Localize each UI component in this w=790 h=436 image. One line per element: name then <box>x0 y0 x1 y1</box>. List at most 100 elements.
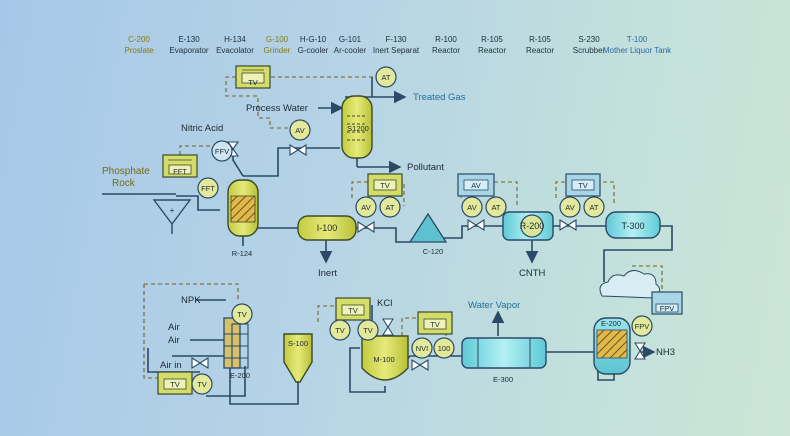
instrument-at-top <box>375 66 397 88</box>
label-s100: S-100 <box>288 339 308 348</box>
fft-label: FFT <box>173 167 187 176</box>
av-label: AV <box>565 203 574 212</box>
av-label: AV <box>471 181 480 190</box>
stream-npk: NPK <box>181 295 201 306</box>
instrument-fpv <box>631 315 653 337</box>
control-valve <box>357 221 375 233</box>
instrument-av-r200 <box>559 196 581 218</box>
instrument-tv-air <box>191 373 213 395</box>
stream-kcl: KCl <box>377 298 392 309</box>
av-label: AV <box>295 126 304 135</box>
tv-label: TV <box>197 380 207 389</box>
line-t300-to-e200 <box>603 225 673 282</box>
line-e200-to-e300 <box>546 351 615 381</box>
control-valve <box>467 219 485 231</box>
line-rock-to-r124 <box>176 195 220 211</box>
stream-air-2: Air <box>168 335 180 346</box>
tv-box-i100 <box>367 173 403 197</box>
tv-box-top <box>235 65 271 89</box>
instrument-at-i100 <box>379 196 401 218</box>
signal-line <box>632 265 663 290</box>
control-valve <box>634 342 646 360</box>
tv-label: TV <box>380 181 390 190</box>
reactor-r124 <box>227 179 259 237</box>
instrument-av-c120 <box>461 196 483 218</box>
tv-label: TV <box>248 78 258 87</box>
instrument-ft <box>197 177 219 199</box>
cooler-e200-left <box>223 317 249 369</box>
at-label: AT <box>381 73 390 82</box>
control-valve <box>411 359 429 371</box>
label-c120: C-120 <box>423 247 443 256</box>
av-label: AV <box>467 203 476 212</box>
line-m100-loop <box>349 347 386 393</box>
tv-label: TV <box>237 310 247 319</box>
label-t300: T-300 <box>621 221 644 231</box>
instrument-av-i100 <box>355 196 377 218</box>
tv-box-m100 <box>417 311 453 335</box>
ft-label: FFT <box>201 184 215 193</box>
stream-inert: Inert <box>318 268 337 279</box>
control-valve <box>382 318 394 336</box>
at-label: AT <box>491 203 500 212</box>
tv-label: TV <box>578 181 588 190</box>
instrument-100 <box>433 337 455 359</box>
stream-air-in: Air in <box>160 360 182 371</box>
control-valve <box>289 144 307 156</box>
instrument-nvi <box>411 337 433 359</box>
instrument-av-top <box>289 119 311 141</box>
line-s100-to-cooler <box>229 346 299 405</box>
stream-process-water: Process Water <box>246 103 308 114</box>
line-r124-to-s1200 <box>243 147 340 177</box>
reactor-r200 <box>502 211 554 241</box>
label-s1200: S1200 <box>347 124 369 133</box>
label-i100: I-100 <box>317 223 338 233</box>
stream-cnth: CNTH <box>519 268 546 279</box>
tv-label: TV <box>170 380 180 389</box>
ffv-label: FFV <box>215 147 229 156</box>
svg-text:+: + <box>170 206 175 215</box>
nvi-label: NVI <box>416 344 429 353</box>
tv-box-fpv <box>651 291 683 315</box>
stream-nh3: NH3 <box>656 347 675 358</box>
column-s1200 <box>341 95 373 159</box>
label-e200-left: E-200 <box>230 371 250 380</box>
stream-pollutant: Pollutant <box>407 162 444 173</box>
tv-box-r200 <box>565 173 601 197</box>
crusher-c120 <box>408 212 448 243</box>
instrument-tv-kcl <box>357 319 379 341</box>
exchanger-e300 <box>461 337 547 369</box>
tv-box-fft <box>162 154 198 178</box>
av-label: AV <box>361 203 370 212</box>
signal-line <box>225 76 298 129</box>
instrument-at-r200 <box>583 196 605 218</box>
stream-air: Air <box>168 322 180 333</box>
separator-s100 <box>283 333 313 383</box>
line-e300-to-m100 <box>399 355 462 369</box>
label-r200: R-200 <box>520 221 545 231</box>
tv-label: TV <box>363 326 373 335</box>
tv-label: TV <box>430 320 440 329</box>
stream-phosphate-rock-line2: Rock <box>112 178 136 189</box>
tank-t300 <box>605 211 661 239</box>
phosphate-hopper: + <box>152 199 192 234</box>
signal-line <box>144 283 239 300</box>
line-i100-to-c120 <box>356 227 410 243</box>
instrument-ffv <box>211 140 233 162</box>
label-e200-right: E-200 <box>601 319 621 328</box>
instrument-tv-npk <box>231 303 253 325</box>
control-valve <box>191 357 209 369</box>
stream-phosphate-rock-line1: Phosphate <box>102 166 150 177</box>
